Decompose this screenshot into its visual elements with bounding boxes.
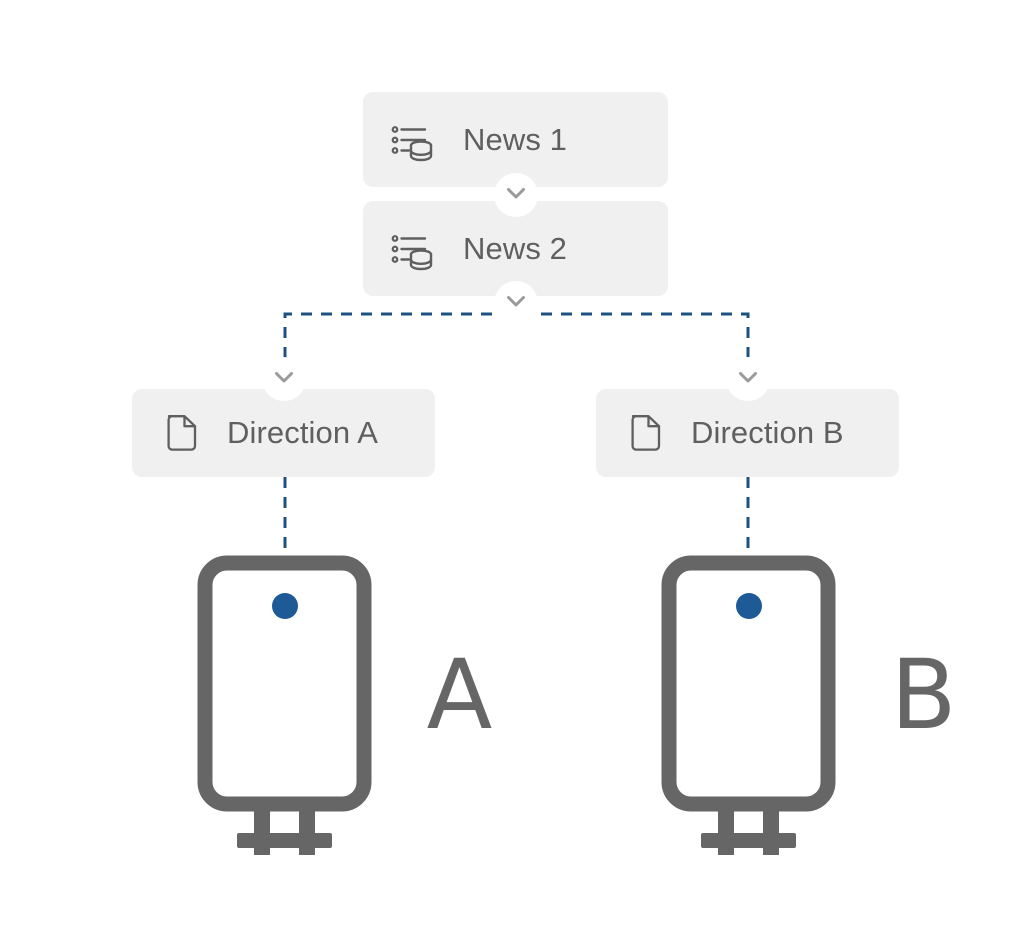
billboard-b[interactable]: B: [661, 555, 956, 867]
list-database-icon: [389, 117, 435, 163]
billboard-sign-icon: [197, 555, 372, 867]
chevron-down-icon: [503, 180, 529, 211]
connector-split-to-direction-a[interactable]: [262, 357, 306, 401]
document-icon: [165, 413, 199, 453]
node-news-1[interactable]: News 1: [363, 92, 668, 187]
node-direction-a-label: Direction A: [227, 415, 378, 450]
node-direction-b[interactable]: Direction B: [596, 389, 899, 477]
chevron-down-icon: [735, 364, 761, 395]
chevron-down-icon: [503, 288, 529, 319]
node-direction-b-label: Direction B: [691, 415, 844, 450]
billboard-a[interactable]: A: [197, 555, 492, 867]
billboard-sign-icon: [661, 555, 836, 867]
document-icon: [629, 413, 663, 453]
chevron-down-icon: [271, 364, 297, 395]
billboard-b-letter: B: [890, 639, 957, 751]
node-news-1-label: News 1: [463, 121, 567, 157]
node-news-2-label: News 2: [463, 230, 567, 266]
connector-split-to-direction-b[interactable]: [726, 357, 770, 401]
connector-news1-to-news2[interactable]: [494, 173, 538, 217]
list-database-icon: [389, 226, 435, 272]
connector-news2-to-split[interactable]: [494, 281, 538, 325]
node-direction-a[interactable]: Direction A: [132, 389, 435, 477]
billboard-a-letter: A: [426, 639, 493, 751]
